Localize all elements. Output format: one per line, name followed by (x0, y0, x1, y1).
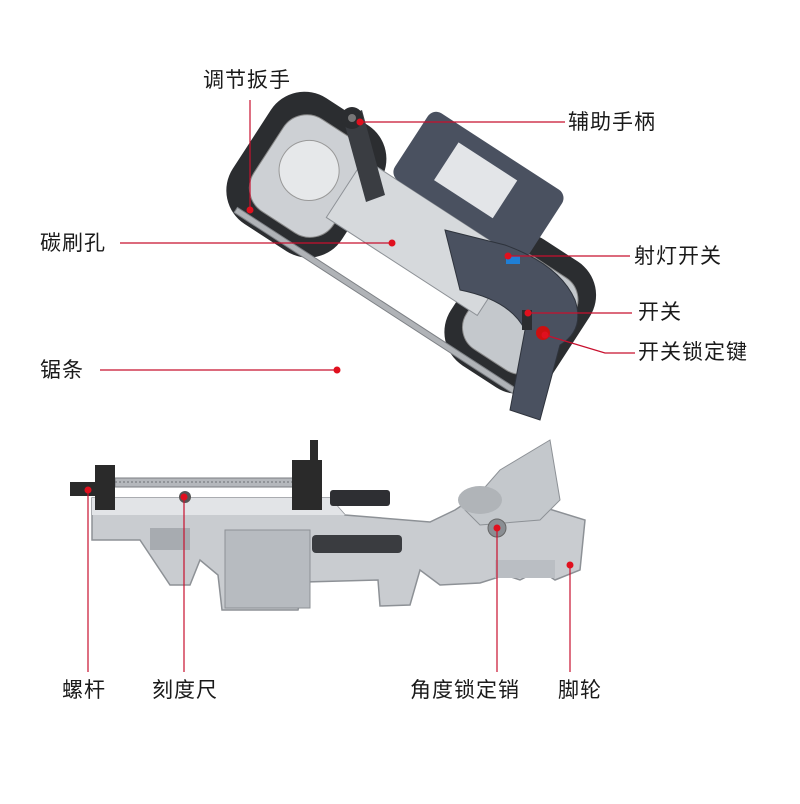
marker-foot-wheel (566, 561, 574, 569)
leader-lines (87, 100, 635, 672)
leader-switch-lock (544, 334, 635, 354)
marker-blade (333, 366, 341, 374)
marker-scale (180, 493, 188, 501)
base-casting (91, 491, 586, 611)
label-blade: 锯条 (40, 358, 84, 382)
label-switch: 开关 (638, 300, 682, 324)
label-light-switch: 射灯开关 (634, 244, 722, 268)
label-switch-lock: 开关锁定键 (638, 340, 748, 364)
label-brush-hole: 碳刷孔 (40, 231, 106, 255)
marker-brush-hole (388, 239, 396, 247)
marker-wrench (246, 206, 254, 214)
marker-angle-lock (493, 524, 501, 532)
marker-switch-lock (541, 331, 549, 339)
label-angle-lock-pin: 角度锁定销 (410, 678, 520, 702)
marker-switch (524, 309, 532, 317)
label-foot-wheel: 脚轮 (558, 678, 602, 702)
marker-screw-rod (84, 486, 92, 494)
label-wrench: 调节扳手 (203, 68, 291, 92)
label-screw-rod: 螺杆 (62, 678, 106, 702)
marker-aux-handle (356, 118, 364, 126)
label-scale: 刻度尺 (152, 678, 218, 702)
vise-assembly (70, 440, 390, 510)
marker-light-switch (504, 252, 512, 260)
pivot-block (458, 439, 561, 538)
point-markers (84, 118, 574, 569)
label-aux-handle: 辅助手柄 (568, 110, 656, 134)
